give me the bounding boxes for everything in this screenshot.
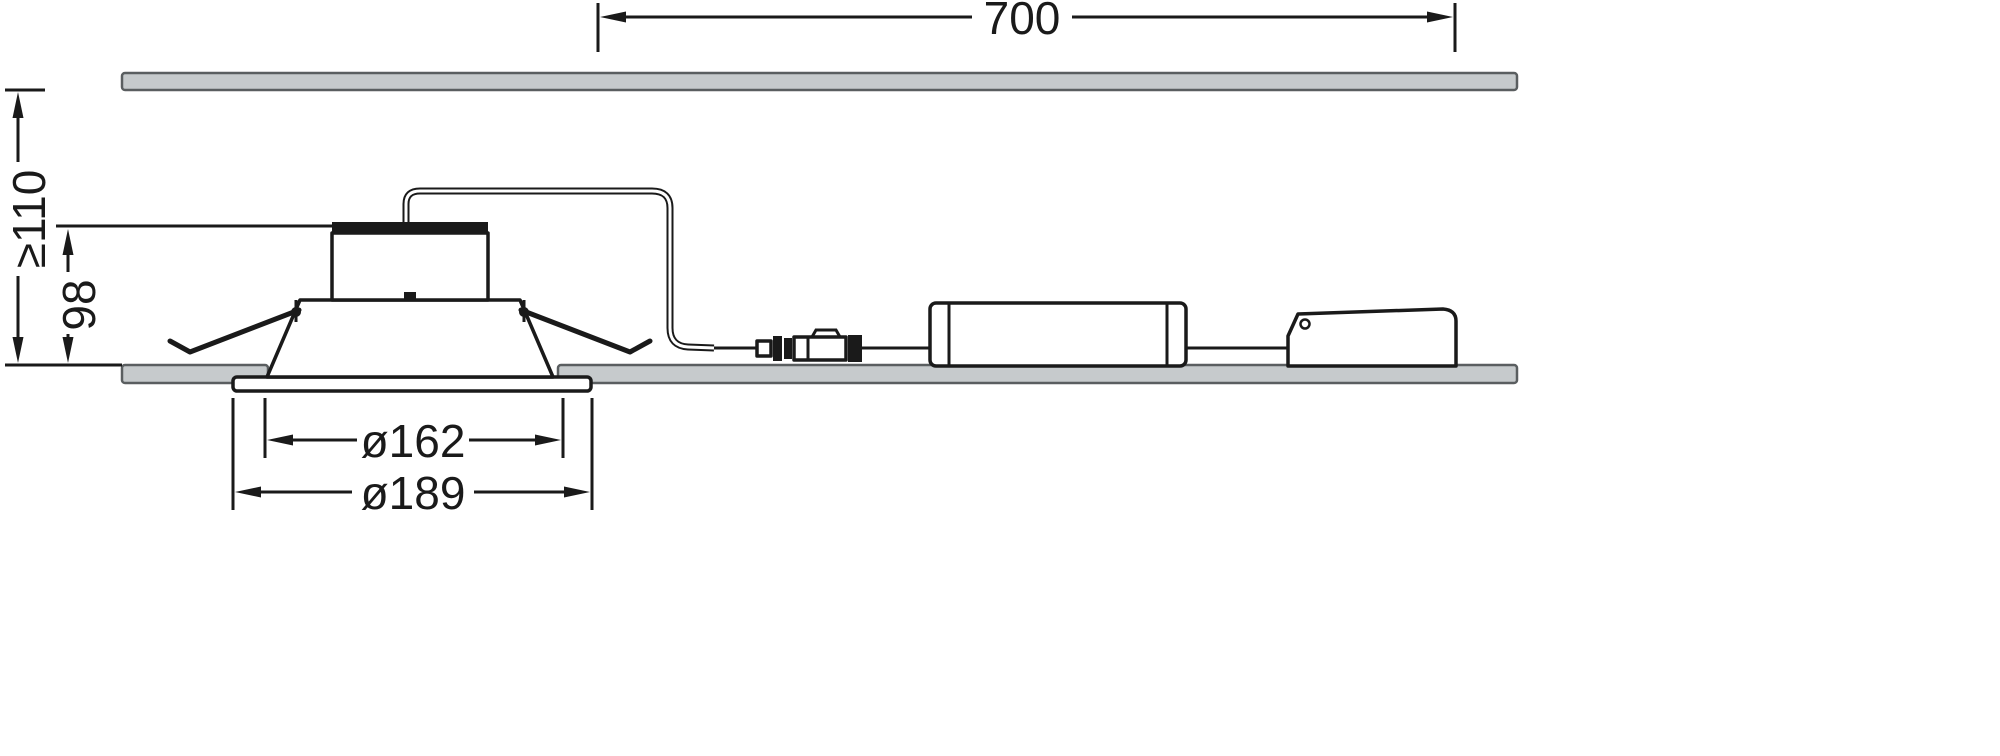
trim-ring [231,375,593,393]
connection-box-body [1286,307,1458,368]
connector-band-1 [773,336,782,361]
dim-162-label: ø162 [361,415,466,467]
dim-98-arrow-down [62,337,74,363]
dim-162-arrow-right [535,434,561,446]
dim-700-arrow-right [1427,11,1453,23]
spring-clip-right [518,300,653,355]
connector-housing [792,335,848,362]
clip-arm-right [518,307,653,355]
clip-arm-left [167,307,302,355]
led-driver-box [928,301,1288,368]
connection-box-screw [1299,318,1311,330]
spring-clip-left [167,300,302,355]
dim-700-label: 700 [984,0,1061,44]
dim-min110-group: ≥110 [3,88,122,367]
connector-band-2 [784,338,792,359]
driver-housing-body [330,231,490,302]
dim-189-arrow-left [235,486,261,498]
ceiling-panel-top [120,71,1519,92]
dim-700-group: 700 [596,0,1457,52]
housing-notch [404,292,416,300]
mains-connection-box [1286,307,1458,368]
dim-98-arrow-up [62,229,74,255]
dim-162-group: ø162 [263,398,565,467]
driver-box-body [928,301,1188,368]
reflector-cone [265,298,555,379]
cable-core [404,189,715,350]
connector-pin [755,339,773,358]
dim-189-arrow-right [564,486,590,498]
cable-connector [755,328,930,362]
dim-110-arrow-up [12,92,24,118]
dim-189-label: ø189 [361,467,466,519]
dim-189-group: ø189 [231,398,594,519]
dim-min110-label: ≥110 [3,170,55,269]
driver-housing-cap [332,222,488,233]
connector-band-3 [848,335,862,362]
dim-162-arrow-left [267,434,293,446]
dim-98-label: 98 [53,279,105,330]
dim-98-group: 98 [53,224,332,363]
connector-latch [810,328,842,338]
downlight-fixture [167,222,653,393]
dim-700-arrow-left [600,11,626,23]
power-cable [402,187,757,352]
dim-110-arrow-down [12,337,24,363]
